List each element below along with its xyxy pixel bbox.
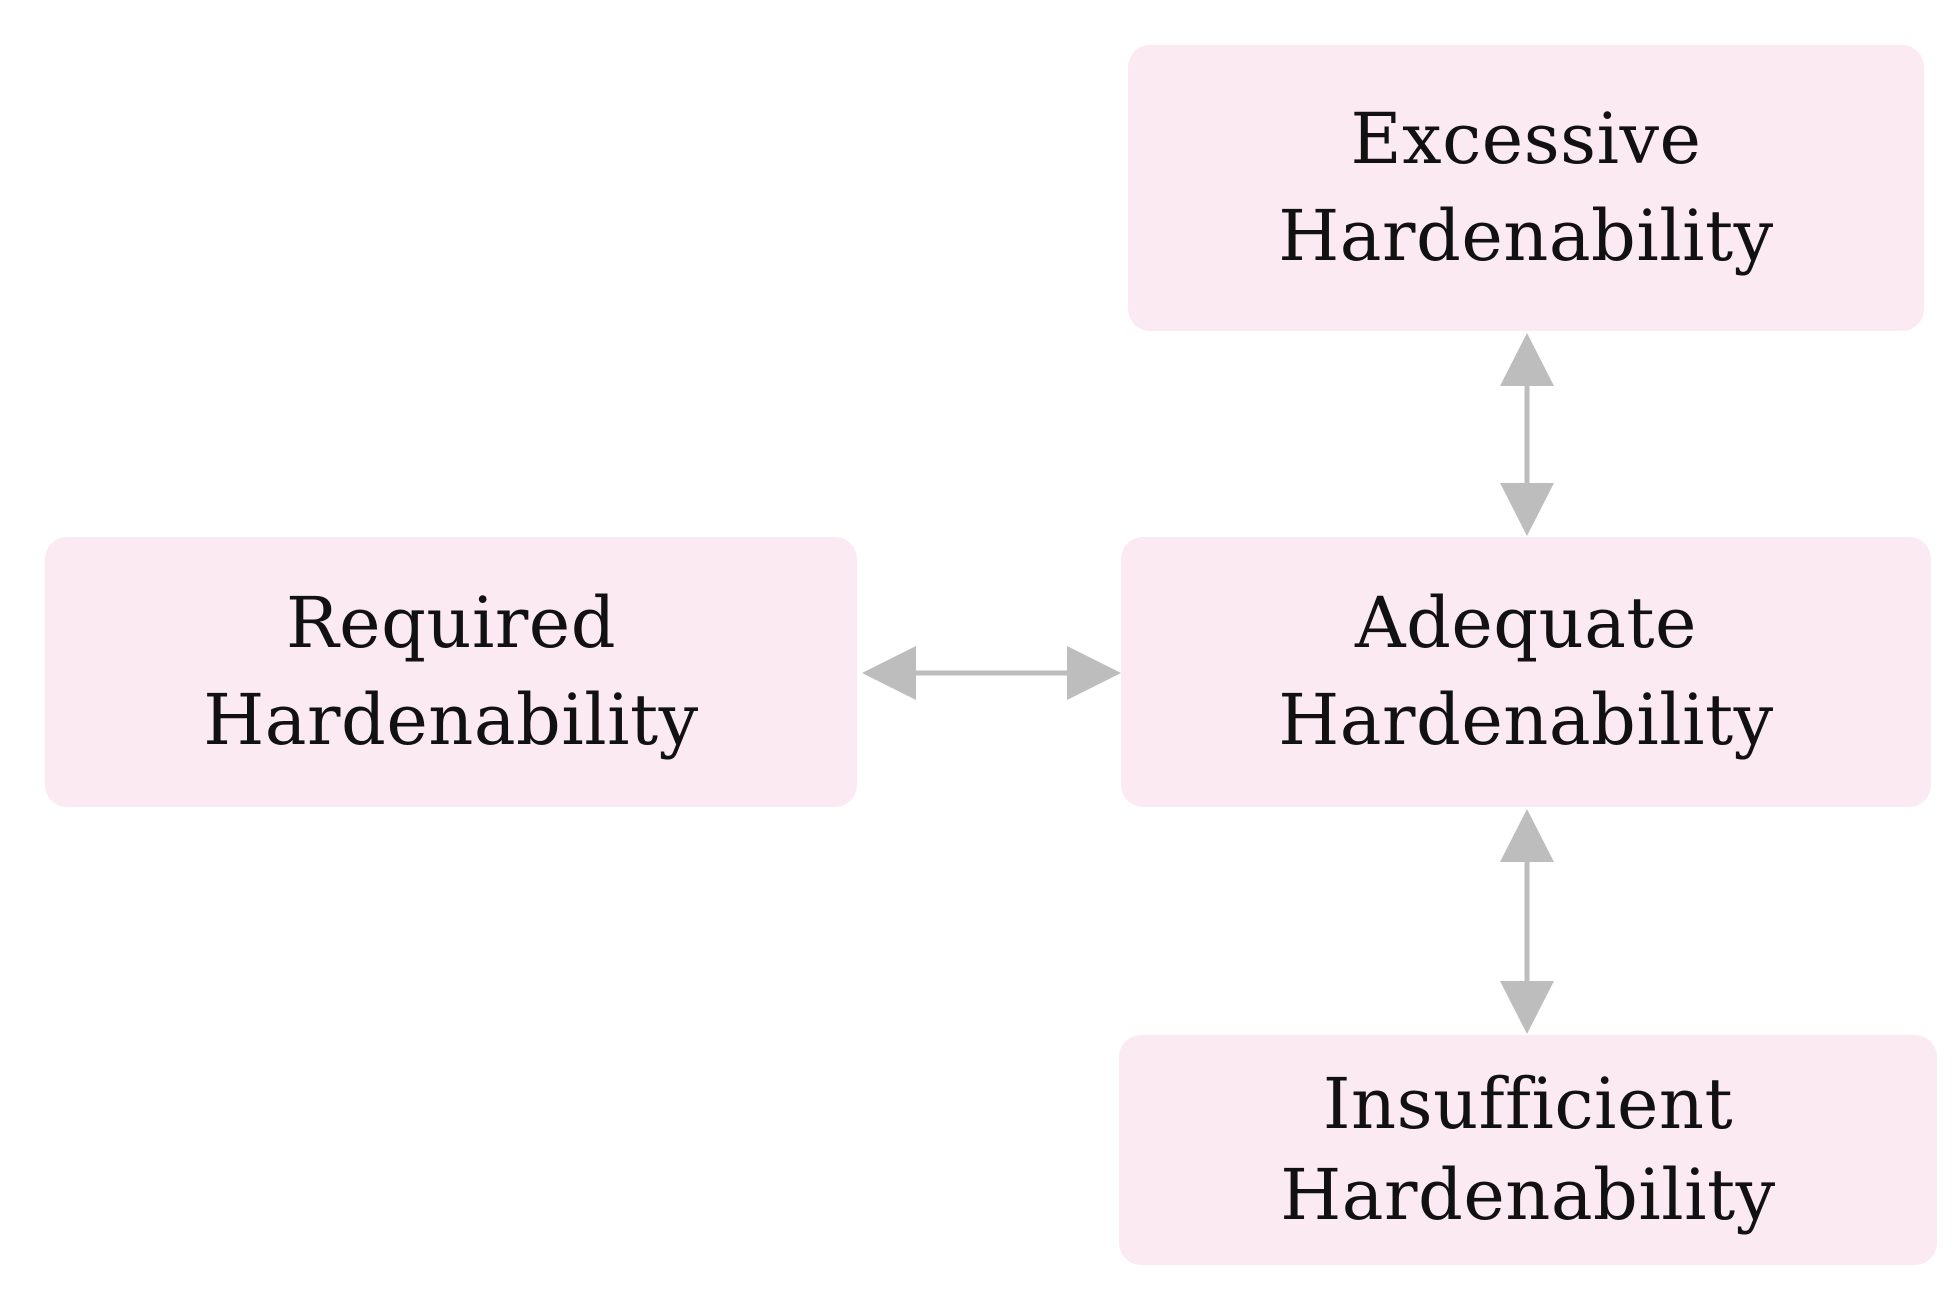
excessive-label-line1: Excessive (1350, 98, 1702, 181)
required-label-line2: Hardenability (203, 679, 699, 761)
arrow-adequate-insufficient (1500, 809, 1554, 1034)
adequate-label-line2: Hardenability (1278, 679, 1774, 761)
required-hardenability-box: Required Hardenability (45, 537, 857, 807)
arrow-adequate-excessive (1500, 333, 1554, 536)
insufficient-label-line1: Insufficient (1322, 1063, 1734, 1145)
adequate-label-line1: Adequate (1355, 582, 1697, 665)
insufficient-hardenability-box: Insufficient Hardenability (1119, 1035, 1937, 1265)
insufficient-label-line2: Hardenability (1280, 1154, 1776, 1236)
adequate-hardenability-box: Adequate Hardenability (1121, 537, 1931, 807)
required-label-line1: Required (285, 582, 617, 665)
arrow-required-adequate (862, 646, 1121, 700)
excessive-label-line2: Hardenability (1278, 195, 1774, 277)
excessive-hardenability-box: Excessive Hardenability (1128, 45, 1924, 331)
